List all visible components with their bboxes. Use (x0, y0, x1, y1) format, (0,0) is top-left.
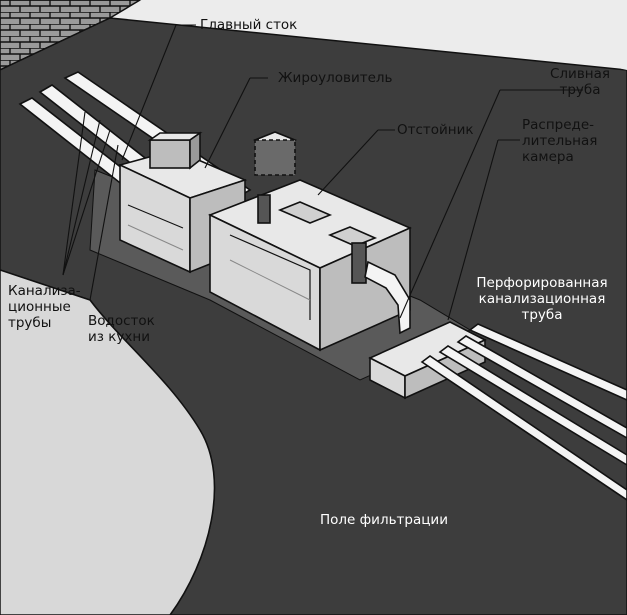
front-left-ground (0, 269, 216, 615)
outlet-pipe (364, 260, 411, 335)
label-septic-tank: Отстойник (397, 122, 474, 138)
label-kitchen-drain: Водосток из кухни (88, 313, 155, 345)
leader-lines (62, 24, 583, 321)
label-drain-field: Поле фильтрации (320, 512, 448, 528)
label-sewer-pipes: Канализа- ционные трубы (8, 283, 81, 331)
septic-tank (207, 131, 412, 352)
label-main-drain: Главный сток (200, 17, 298, 33)
label-distribution-box: Распреде- лительная камера (522, 117, 598, 165)
label-outlet-pipe: Сливная труба (549, 66, 610, 98)
label-perforated-pipe: Перфорированная канализационная труба (476, 275, 608, 323)
back-ground-surface (140, 0, 627, 70)
distribution-box (368, 321, 487, 400)
perforated-pipes (420, 323, 627, 501)
label-grease-trap: Жироуловитель (278, 70, 393, 86)
